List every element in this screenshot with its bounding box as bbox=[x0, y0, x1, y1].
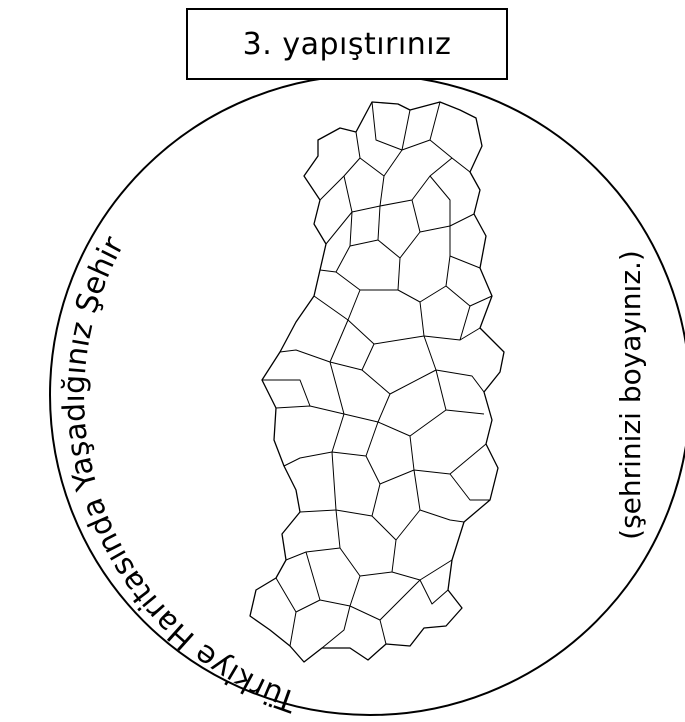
glue-label: 3. yapıştırınız bbox=[242, 26, 452, 62]
map-outline bbox=[249, 101, 505, 663]
side-instruction-text: (şehrinizi boyayınız.) bbox=[614, 250, 647, 540]
arc-title-text: Türkiye Haritasında Yaşadığınız Şehir bbox=[57, 230, 302, 718]
glue-label-box: 3. yapıştırınız bbox=[186, 8, 508, 80]
province-borders bbox=[262, 101, 493, 649]
turkey-province-map-icon[interactable] bbox=[249, 101, 505, 663]
